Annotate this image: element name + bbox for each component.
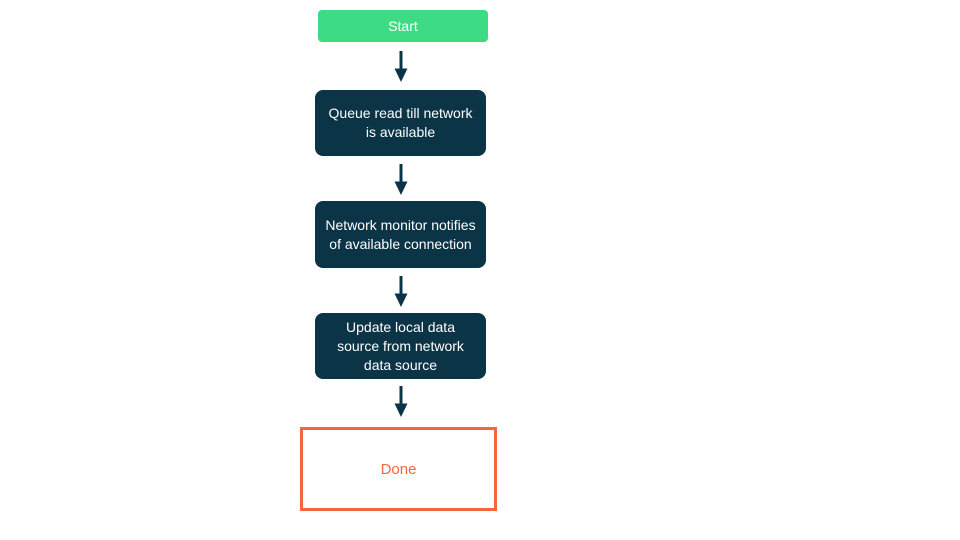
flow-node-update-local-data: Update local data source from network da… xyxy=(315,313,486,379)
flow-node-network-monitor: Network monitor notifies of available co… xyxy=(315,201,486,268)
flow-node-start-label: Start xyxy=(388,17,418,34)
flow-arrow-queue-to-monitor xyxy=(393,164,409,195)
flow-node-queue-read-label: Queue read till network is available xyxy=(328,105,473,140)
flow-arrow-update-to-done xyxy=(393,386,409,417)
flow-node-update-local-data-label: Update local data source from network da… xyxy=(337,318,464,373)
flow-arrow-monitor-to-update xyxy=(393,276,409,307)
flow-node-done-label: Done xyxy=(380,460,417,478)
arrow-down-icon xyxy=(394,164,408,195)
flow-node-done: Done xyxy=(300,427,497,511)
arrow-down-icon xyxy=(394,276,408,307)
arrow-down-icon xyxy=(394,51,408,82)
flow-node-queue-read: Queue read till network is available xyxy=(315,90,486,156)
flow-node-start: Start xyxy=(318,10,488,42)
flow-arrow-start-to-queue xyxy=(393,51,409,82)
arrow-down-icon xyxy=(394,386,408,417)
flow-node-network-monitor-label: Network monitor notifies of available co… xyxy=(325,216,476,252)
